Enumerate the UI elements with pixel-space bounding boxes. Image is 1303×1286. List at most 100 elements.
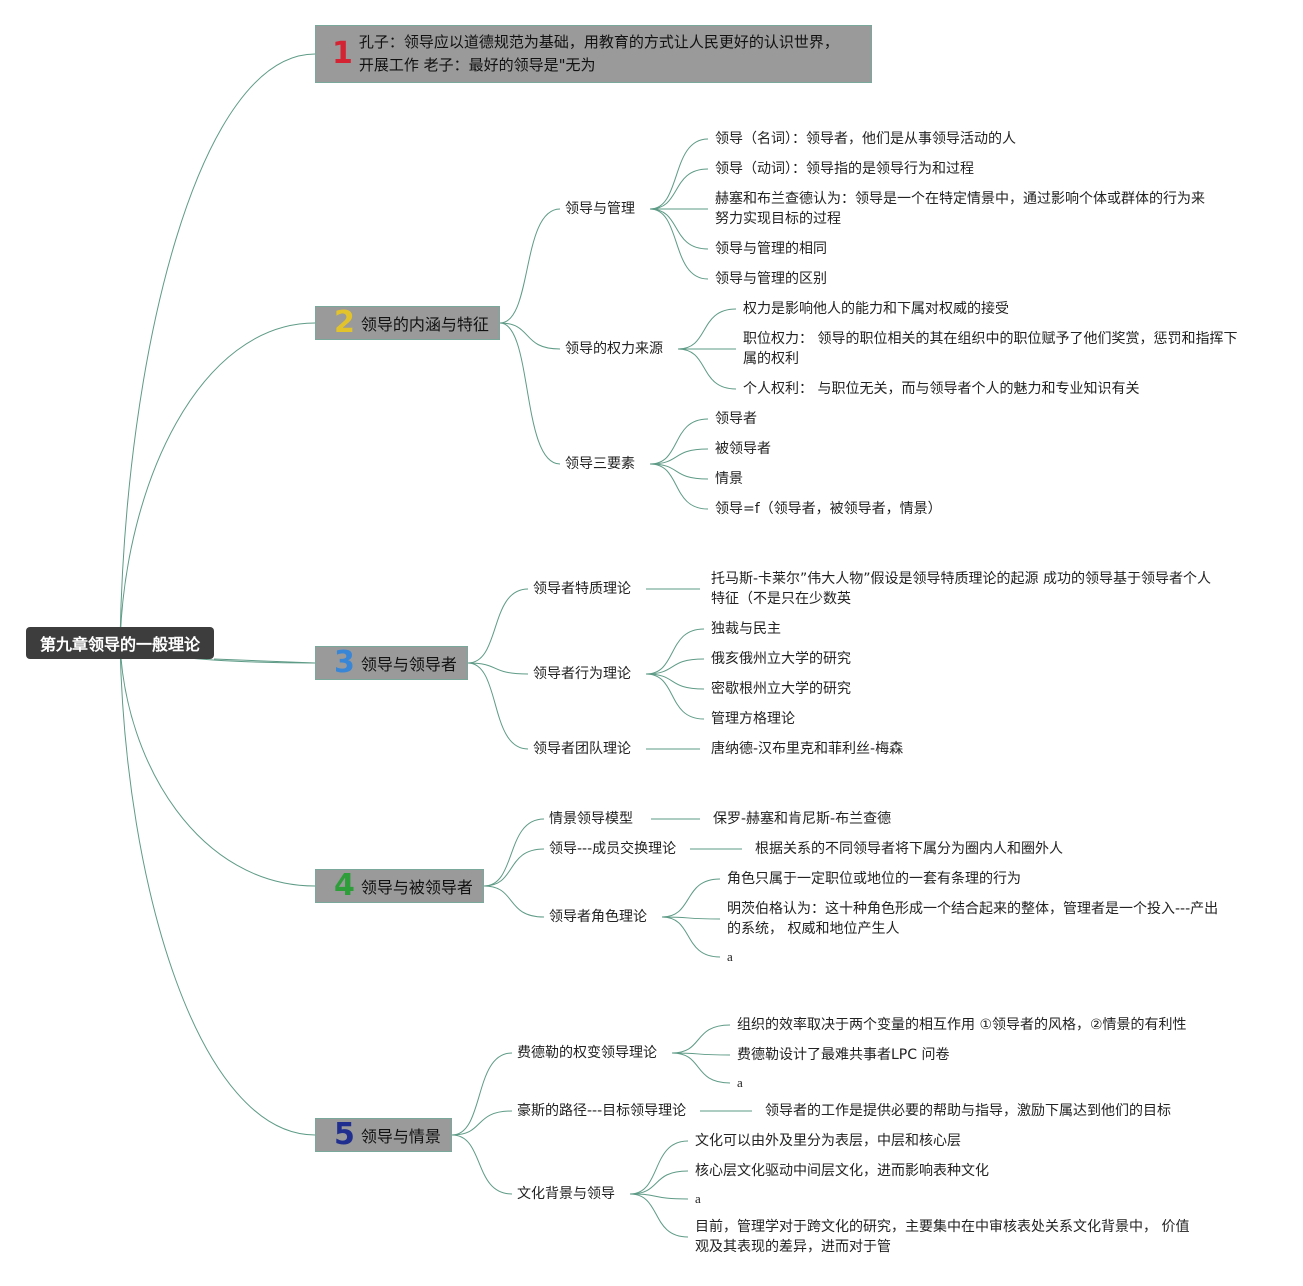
leaf[interactable]: a: [695, 1191, 701, 1206]
connector-line: [661, 916, 721, 920]
topic-1[interactable]: 1 孔子：领导应以道德规范为基础，用教育的方式让人民更好的认识世界，开展工作 老…: [315, 25, 872, 83]
leaf[interactable]: 独裁与民主: [711, 621, 781, 637]
topic-1-text: 孔子：领导应以道德规范为基础，用教育的方式让人民更好的认识世界，开展工作 老子：…: [358, 33, 839, 74]
connector-line: [671, 1052, 731, 1084]
connector-line: [467, 662, 529, 675]
number-4-icon: 4: [334, 868, 355, 903]
connector-line: [645, 628, 705, 675]
number-1-icon: 1: [332, 36, 353, 71]
leaf[interactable]: 密歇根州立大学的研究: [711, 681, 851, 697]
connector-line: [119, 322, 316, 644]
leaf[interactable]: 权力是影响他人的能力和下属对权威的接受: [743, 301, 1009, 317]
connector-line: [629, 1170, 689, 1195]
leaf[interactable]: 根据关系的不同领导者将下属分为圈内人和圈外人: [755, 841, 1063, 857]
subtopic[interactable]: 领导三要素: [565, 456, 635, 472]
connector-line: [649, 168, 709, 210]
connector-line: [467, 588, 529, 664]
connector-line: [629, 1193, 689, 1238]
leaf[interactable]: 核心层文化驱动中间层文化，进而影响表种文化: [695, 1163, 989, 1179]
leaf[interactable]: 领导与管理的相同: [715, 241, 827, 257]
leaf[interactable]: 领导（动词）：领导指的是领导行为和过程: [715, 161, 974, 177]
connector-line: [119, 53, 316, 644]
leaf[interactable]: a: [737, 1075, 743, 1090]
topic-5[interactable]: 5 领导与情景: [315, 1118, 452, 1152]
leaf[interactable]: 领导与管理的区别: [715, 271, 827, 287]
subtopic[interactable]: 领导者行为理论: [533, 666, 631, 682]
leaf[interactable]: 领导=f（领导者，被领导者，情景）: [715, 501, 942, 517]
connector-line: [649, 448, 709, 465]
leaf[interactable]: 被领导者: [715, 441, 771, 457]
topic-4[interactable]: 4 领导与被领导者: [315, 869, 484, 903]
connector-line: [661, 916, 721, 958]
connector-line: [451, 1052, 513, 1136]
number-5-icon: 5: [334, 1117, 355, 1152]
root-node[interactable]: 第九章领导的一般理论: [26, 627, 214, 659]
subtopic[interactable]: 领导与管理: [565, 201, 635, 217]
connector-line: [483, 885, 545, 918]
connector-line: [649, 208, 709, 280]
connector-line: [119, 642, 316, 887]
subtopic[interactable]: 豪斯的路径---目标领导理论: [517, 1103, 687, 1119]
connector-line: [119, 642, 316, 1136]
connector-line: [645, 673, 705, 690]
leaf[interactable]: a: [727, 949, 733, 964]
topic-5-text: 领导与情景: [360, 1127, 441, 1146]
subtopic[interactable]: 领导者角色理论: [549, 909, 647, 925]
topic-3[interactable]: 3 领导与领导者: [315, 646, 468, 680]
connector-line: [499, 208, 561, 324]
connector-line: [451, 1110, 513, 1136]
number-2-icon: 2: [334, 305, 355, 340]
leaf[interactable]: 明茨伯格认为：这十种角色形成一个结合起来的整体，管理者是一个投入---产出的系统…: [727, 901, 1219, 937]
subtopic[interactable]: 情景领导模型: [549, 811, 633, 827]
leaf[interactable]: 角色只属于一定职位或地位的一套有条理的行为: [727, 871, 1021, 887]
connector-line: [649, 138, 709, 210]
leaf[interactable]: 领导（名词）：领导者，他们是从事领导活动的人: [715, 131, 1016, 147]
topic-4-text: 领导与被领导者: [360, 878, 473, 897]
topic-3-text: 领导与领导者: [360, 655, 457, 674]
connector-line: [645, 658, 705, 675]
connector-line: [649, 208, 709, 250]
connector-line: [483, 818, 545, 887]
connector-line: [677, 308, 737, 350]
connector-line: [671, 1052, 731, 1056]
leaf[interactable]: 托马斯-卡莱尔”伟大人物”假设是领导特质理论的起源 成功的领导基于领导者个人特征…: [711, 571, 1212, 607]
connector-line: [645, 673, 705, 720]
subtopic[interactable]: 费德勒的权变领导理论: [517, 1045, 657, 1061]
connector-line: [671, 1024, 731, 1054]
connector-line: [649, 418, 709, 465]
connector-line: [467, 662, 529, 750]
connector-line: [483, 848, 545, 887]
subtopic[interactable]: 领导---成员交换理论: [549, 841, 677, 857]
connector-line: [649, 463, 709, 480]
number-3-icon: 3: [334, 645, 355, 680]
connector-line: [677, 348, 737, 390]
connector-line: [649, 463, 709, 510]
leaf[interactable]: 管理方格理论: [711, 711, 795, 727]
subtopic[interactable]: 文化背景与领导: [517, 1186, 615, 1202]
connector-line: [499, 322, 561, 465]
leaf[interactable]: 领导者: [715, 411, 757, 427]
connector-line: [661, 878, 721, 918]
leaf[interactable]: 费德勒设计了最难共事者LPC 问卷: [737, 1047, 950, 1063]
leaf[interactable]: 文化可以由外及里分为表层，中层和核心层: [695, 1133, 961, 1149]
subtopic[interactable]: 领导的权力来源: [565, 341, 663, 357]
connector-line: [629, 1193, 689, 1200]
leaf[interactable]: 组织的效率取决于两个变量的相互作用 ①领导者的风格，②情景的有利性: [737, 1017, 1187, 1033]
leaf[interactable]: 个人权利： 与职位无关，而与领导者个人的魅力和专业知识有关: [743, 381, 1140, 397]
leaf[interactable]: 唐纳德-汉布里克和菲利丝-梅森: [711, 741, 904, 757]
connector-line: [451, 1134, 513, 1195]
leaf[interactable]: 赫塞和布兰查德认为：领导是一个在特定情景中，通过影响个体或群体的行为来努力实现目…: [715, 191, 1205, 227]
connector-line: [499, 322, 561, 350]
subtopic[interactable]: 领导者特质理论: [533, 581, 631, 597]
connector-line: [213, 658, 316, 664]
subtopic[interactable]: 领导者团队理论: [533, 741, 631, 757]
leaf[interactable]: 目前，管理学对于跨文化的研究，主要集中在中审核表处关系文化背景中， 价值观及其表…: [695, 1219, 1190, 1255]
topic-2-text: 领导的内涵与特征: [360, 315, 489, 334]
leaf[interactable]: 保罗-赫塞和肯尼斯-布兰查德: [713, 811, 892, 827]
topic-2[interactable]: 2 领导的内涵与特征: [315, 306, 500, 340]
leaf[interactable]: 情景: [715, 471, 743, 487]
leaf[interactable]: 领导者的工作是提供必要的帮助与指导，激励下属达到他们的目标: [765, 1103, 1171, 1119]
leaf[interactable]: 俄亥俄州立大学的研究: [711, 651, 851, 667]
leaf[interactable]: 职位权力： 领导的职位相关的其在组织中的职位赋予了他们奖赏，惩罚和指挥下属的权利: [743, 331, 1238, 367]
connector-line: [629, 1140, 689, 1195]
